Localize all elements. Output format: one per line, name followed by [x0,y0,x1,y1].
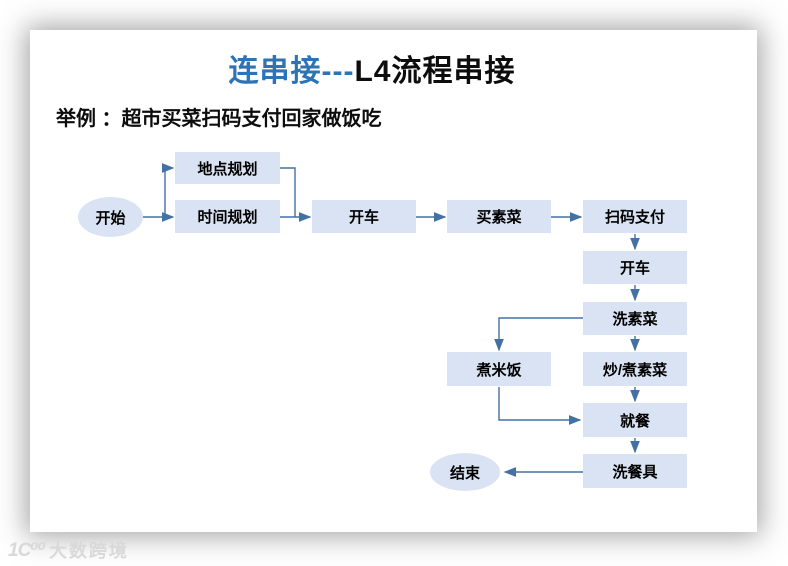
example-caption: 举例 ：超市买菜扫码支付回家做饭吃 [56,108,382,130]
watermark-text: 大数跨境 [48,541,129,561]
watermark-logo-icon: 1Ϲ⁰⁰ [8,539,46,561]
flow-node-location-planning: 地点规划 [175,152,280,184]
flow-node-wash-dishes: 洗餐具 [583,454,687,488]
flow-node-end: 结束 [430,453,500,491]
flow-node-drive-2: 开车 [583,251,687,284]
flow-node-cook-rice: 煮米饭 [447,352,551,386]
flow-node-wash-vegetables: 洗素菜 [583,302,687,335]
flow-node-scan-code-pay: 扫码支付 [583,200,687,233]
flow-node-buy-vegetables: 买素菜 [447,200,551,233]
title-rest: L4流程串接 [354,55,516,88]
title-highlight: 连串接--- [228,55,355,88]
page-title: 连串接---L4流程串接 [0,46,744,90]
flow-node-time-planning: 时间规划 [175,200,280,233]
flow-node-dine: 就餐 [583,403,687,437]
watermark: 1Ϲ⁰⁰ 大数跨境 [8,537,129,563]
flow-node-drive-1: 开车 [312,200,416,233]
flow-node-start: 开始 [78,197,143,237]
flow-node-fry-cook-vegetables: 炒/煮素菜 [583,352,687,386]
